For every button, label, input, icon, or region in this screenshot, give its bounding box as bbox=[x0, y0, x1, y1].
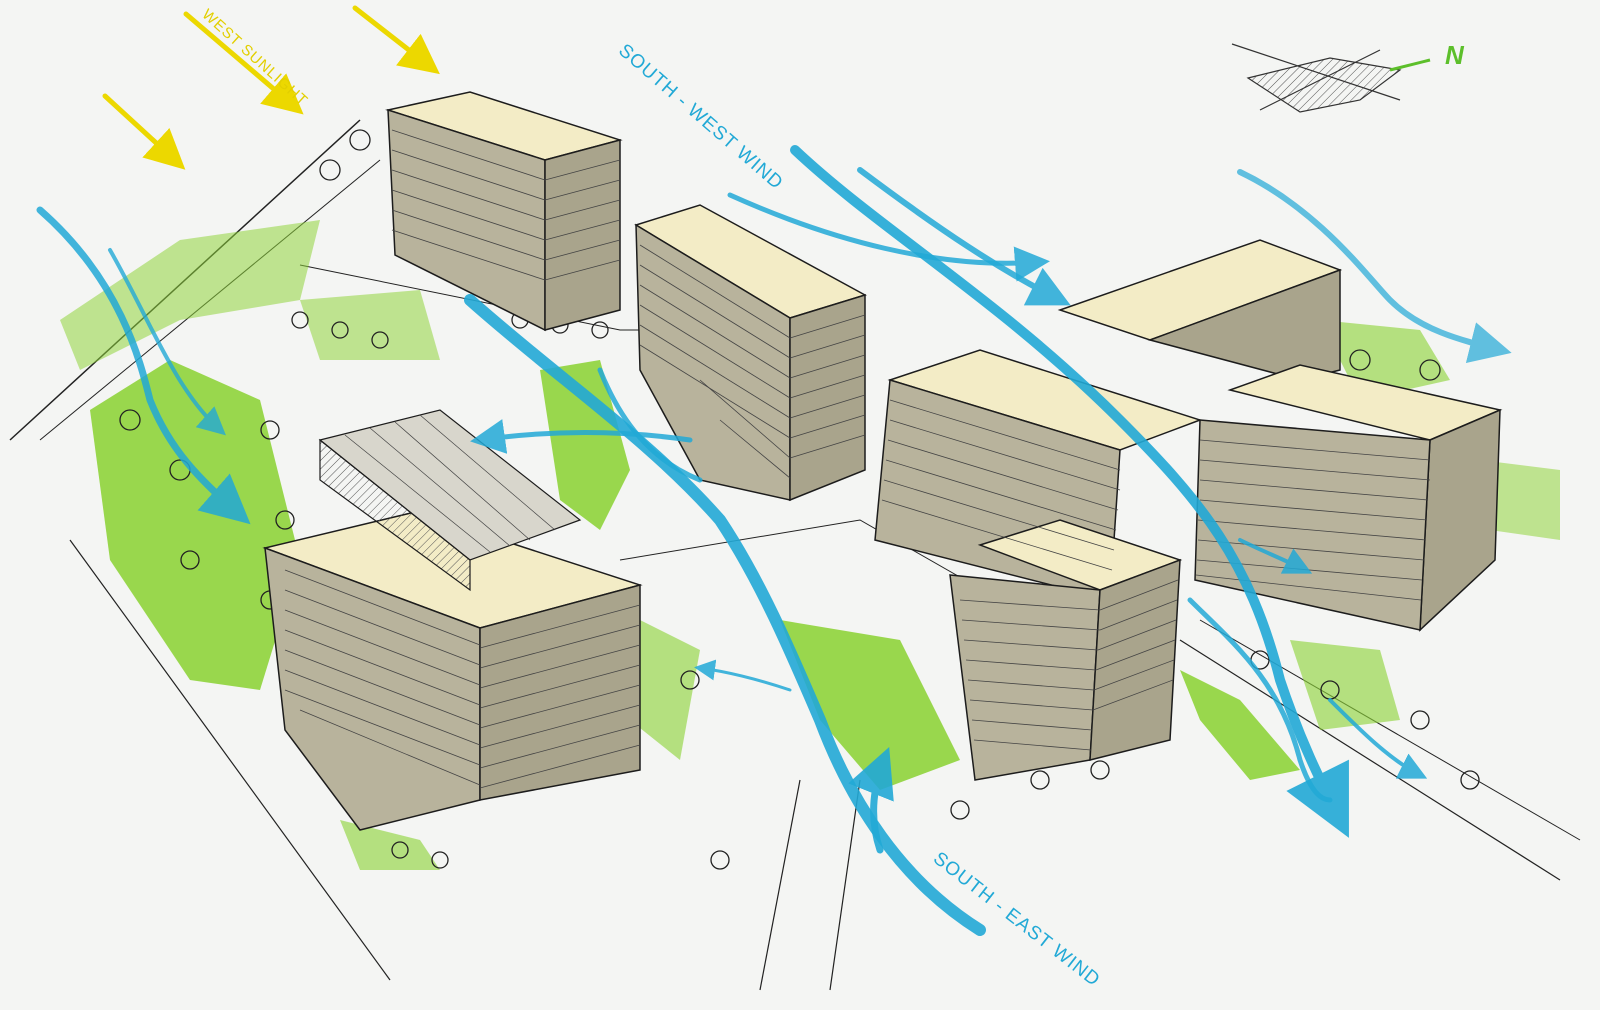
north-arrow-compass-icon bbox=[1232, 44, 1430, 112]
sunlight-arrow-icon bbox=[355, 8, 432, 68]
sunlight-arrow-icon bbox=[186, 14, 296, 108]
building-central-tower bbox=[636, 205, 865, 500]
north-label: N bbox=[1445, 40, 1464, 71]
sunlight-arrow-icon bbox=[105, 96, 178, 163]
wind-flow-arrow-icon bbox=[700, 668, 790, 690]
building-east-complex bbox=[875, 240, 1500, 780]
sunlight-arrows bbox=[105, 8, 432, 163]
building-north-west-towers bbox=[388, 92, 620, 330]
